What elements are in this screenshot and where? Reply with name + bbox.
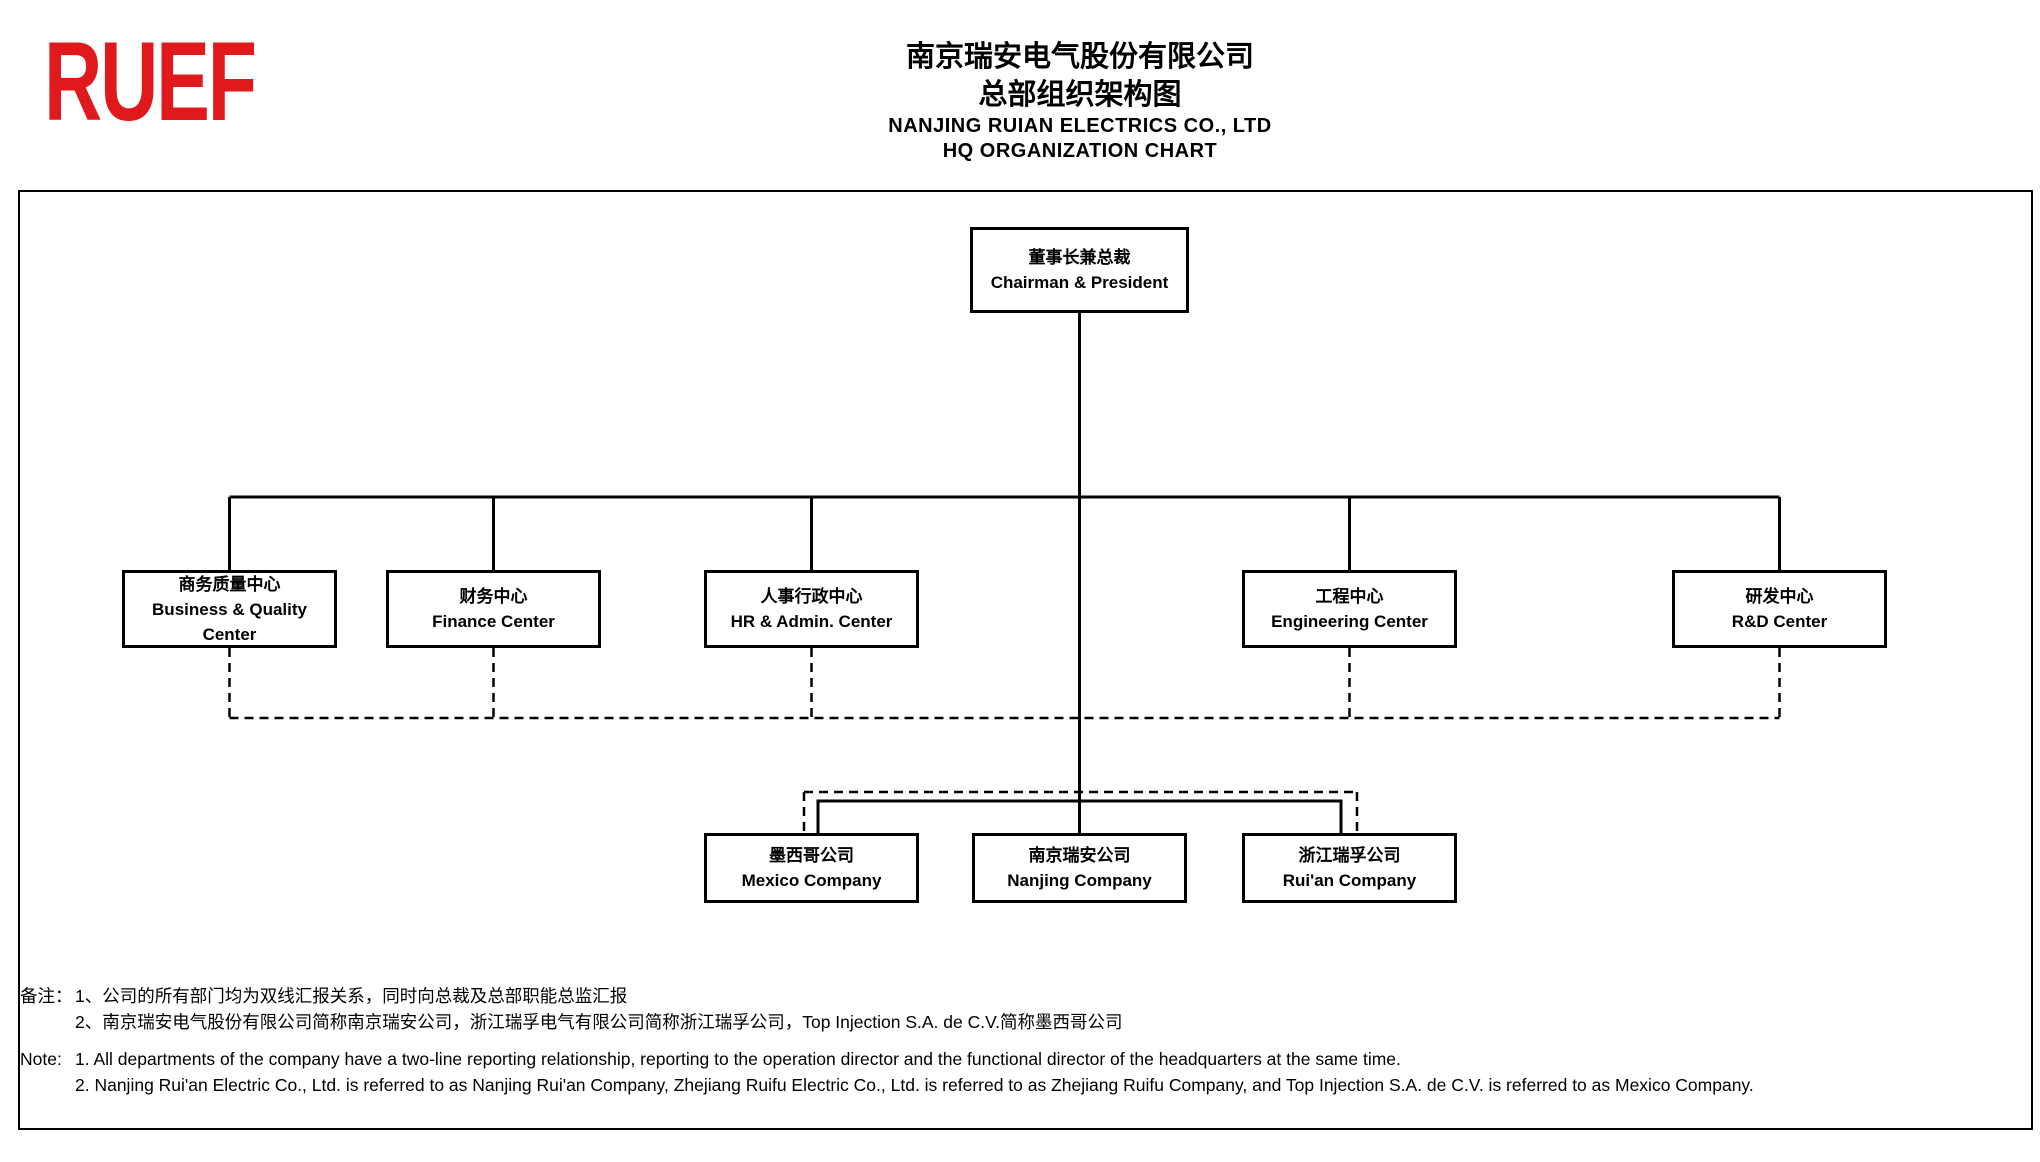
org-node-ruian-company-en: Rui'an Company [1282,871,1417,890]
org-node-hr-admin-center-zh: 人事行政中心 [760,587,863,606]
org-node-rd-center-zh: 研发中心 [1745,587,1814,606]
org-node-ruian-company-zh: 浙江瑞孚公司 [1298,846,1401,865]
title-company-zh: 南京瑞安电气股份有限公司 [905,41,1254,73]
org-node-nanjing-company-en: Nanjing Company [1007,871,1152,890]
title-company-en: NANJING RUIAN ELECTRICS CO., LTD [888,115,1272,137]
org-node-engineering-center-en: Engineering Center [1271,612,1428,631]
company-logo: RUEF [44,19,257,144]
title-chart-en: HQ ORGANIZATION CHART [942,140,1218,162]
org-node-mexico-company-en: Mexico Company [741,871,882,890]
org-node-hr-admin-center: 人事行政中心 HR & Admin. Center [704,570,919,648]
notes-english-label: Note: [20,1049,62,1069]
chart-frame [18,190,2033,1130]
org-node-ruian-company: 浙江瑞孚公司 Rui'an Company [1242,833,1457,903]
org-node-nanjing-company: 南京瑞安公司 Nanjing Company [972,833,1187,903]
org-node-finance-center-zh: 财务中心 [459,587,528,606]
org-node-rd-center-en: R&D Center [1731,612,1828,631]
notes-chinese: 备注： 1、公司的所有部门均为双线汇报关系，同时向总裁及总部职能总监汇报 2、南… [20,983,1123,1035]
org-node-business-quality-center: 商务质量中心 Business & Quality Center [122,570,337,648]
notes-english-item-2: 2. Nanjing Rui'an Electric Co., Ltd. is … [75,1075,1754,1095]
org-node-mexico-company: 墨西哥公司 Mexico Company [704,833,919,903]
org-node-chairman: 董事长兼总裁 Chairman & President [970,227,1189,313]
notes-english-items: 1. All departments of the company have a… [75,1046,1754,1098]
notes-chinese-item-1: 1、公司的所有部门均为双线汇报关系，同时向总裁及总部职能总监汇报 [75,986,628,1006]
org-node-business-quality-center-zh: 商务质量中心 [178,574,281,594]
org-node-finance-center-en: Finance Center [432,612,555,631]
org-node-nanjing-company-zh: 南京瑞安公司 [1028,846,1131,865]
notes-english-item-1: 1. All departments of the company have a… [75,1049,1401,1069]
notes-chinese-items: 1、公司的所有部门均为双线汇报关系，同时向总裁及总部职能总监汇报 2、南京瑞安电… [75,983,1123,1035]
org-node-mexico-company-zh: 墨西哥公司 [769,846,854,865]
org-node-chairman-zh: 董事长兼总裁 [1028,248,1131,267]
org-node-rd-center: 研发中心 R&D Center [1672,570,1887,648]
org-node-hr-admin-center-en: HR & Admin. Center [730,612,893,631]
notes-chinese-label: 备注： [20,986,73,1006]
org-node-finance-center: 财务中心 Finance Center [386,570,601,648]
org-node-engineering-center: 工程中心 Engineering Center [1242,570,1457,648]
notes-chinese-item-2: 2、南京瑞安电气股份有限公司简称南京瑞安公司，浙江瑞孚电气有限公司简称浙江瑞孚公… [75,1012,1123,1032]
org-node-chairman-en: Chairman & President [990,273,1169,292]
org-node-engineering-center-zh: 工程中心 [1315,587,1384,606]
page-title: 南京瑞安电气股份有限公司 总部组织架构图 NANJING RUIAN ELECT… [540,38,1620,164]
org-node-business-quality-center-en: Business & Quality Center [152,599,307,644]
notes-english: Note: 1. All departments of the company … [20,1046,1754,1098]
title-chart-zh: 总部组织架构图 [978,79,1182,111]
